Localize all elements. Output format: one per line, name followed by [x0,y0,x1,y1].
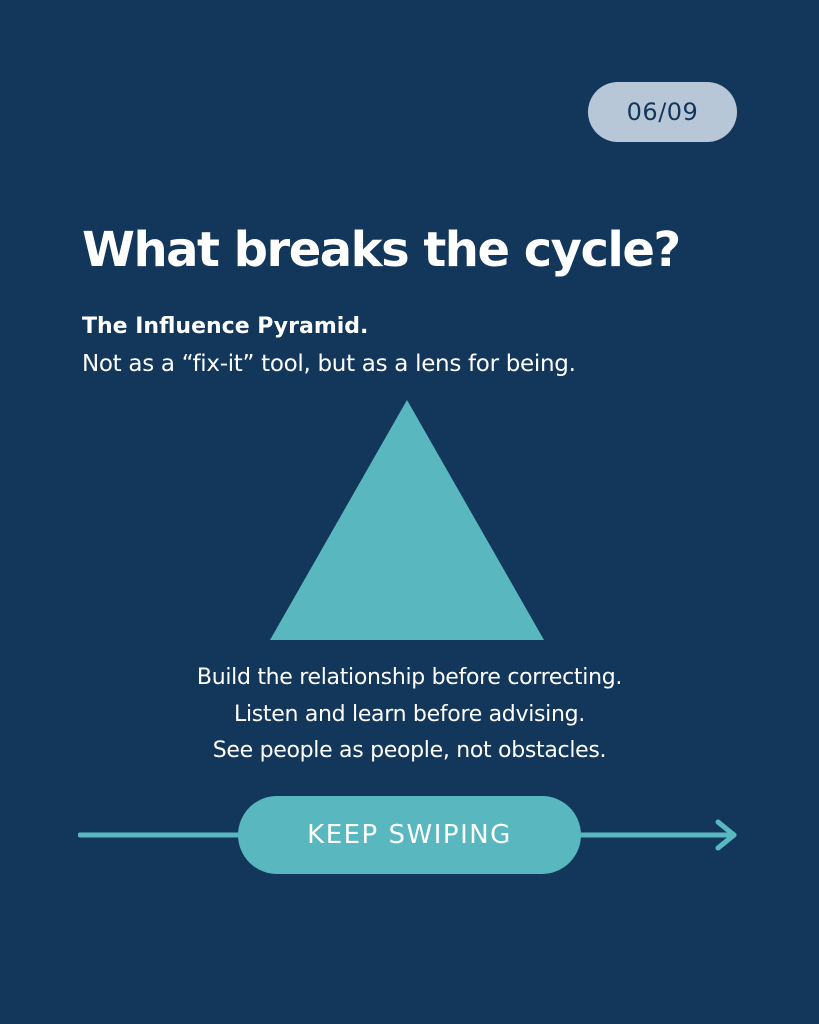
principles-list: Build the relationship before correcting… [60,660,759,770]
pyramid-triangle-icon [270,400,544,640]
headline: What breaks the cycle? [82,222,681,278]
principle-line: See people as people, not obstacles. [212,738,607,763]
principle-line: Listen and learn before advising. [234,701,585,727]
keep-swiping-button[interactable]: KEEP SWIPING [238,796,581,874]
lead-text: Not as a “fix-it” tool, but as a lens fo… [82,351,576,377]
subtitle: The Influence Pyramid. [82,314,369,339]
principle-line: Build the relationship before correcting… [196,665,623,690]
page-indicator-badge: 06/09 [588,82,737,142]
